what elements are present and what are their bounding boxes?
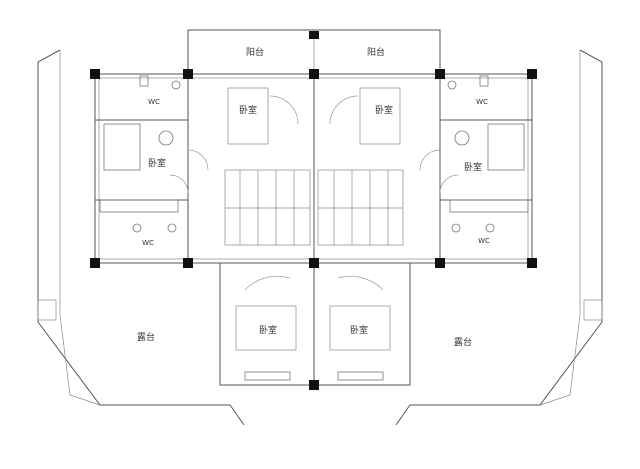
label-wc-top-right: WC	[476, 98, 488, 106]
label-wc-bottom-right: WC	[478, 237, 490, 245]
label-terrace-right: 露台	[454, 336, 472, 348]
label-bedroom-bottom-left: 卧室	[259, 324, 277, 336]
doors	[169, 95, 459, 291]
label-balcony-right: 阳台	[367, 46, 385, 58]
fixtures	[99, 75, 529, 381]
label-wc-top-left: WC	[148, 98, 160, 106]
label-terrace-left: 露台	[137, 331, 155, 343]
label-bedroom-bottom-right: 卧室	[350, 324, 368, 336]
label-wc-bottom-left: WC	[142, 239, 154, 247]
columns	[90, 31, 537, 390]
label-balcony-left: 阳台	[246, 46, 264, 58]
stairs	[224, 169, 404, 246]
outer-envelope	[37, 49, 603, 426]
beds	[227, 87, 401, 351]
label-bedroom-mid-right: 卧室	[464, 161, 482, 173]
label-bedroom-top-left: 卧室	[239, 104, 257, 116]
room-labels: 阳台 阳台 WC WC 卧室 卧室 卧室 卧室 WC WC 卧室 卧室 露台 露…	[137, 46, 490, 348]
label-bedroom-mid-left: 卧室	[148, 157, 166, 169]
label-bedroom-top-right: 卧室	[375, 104, 393, 116]
